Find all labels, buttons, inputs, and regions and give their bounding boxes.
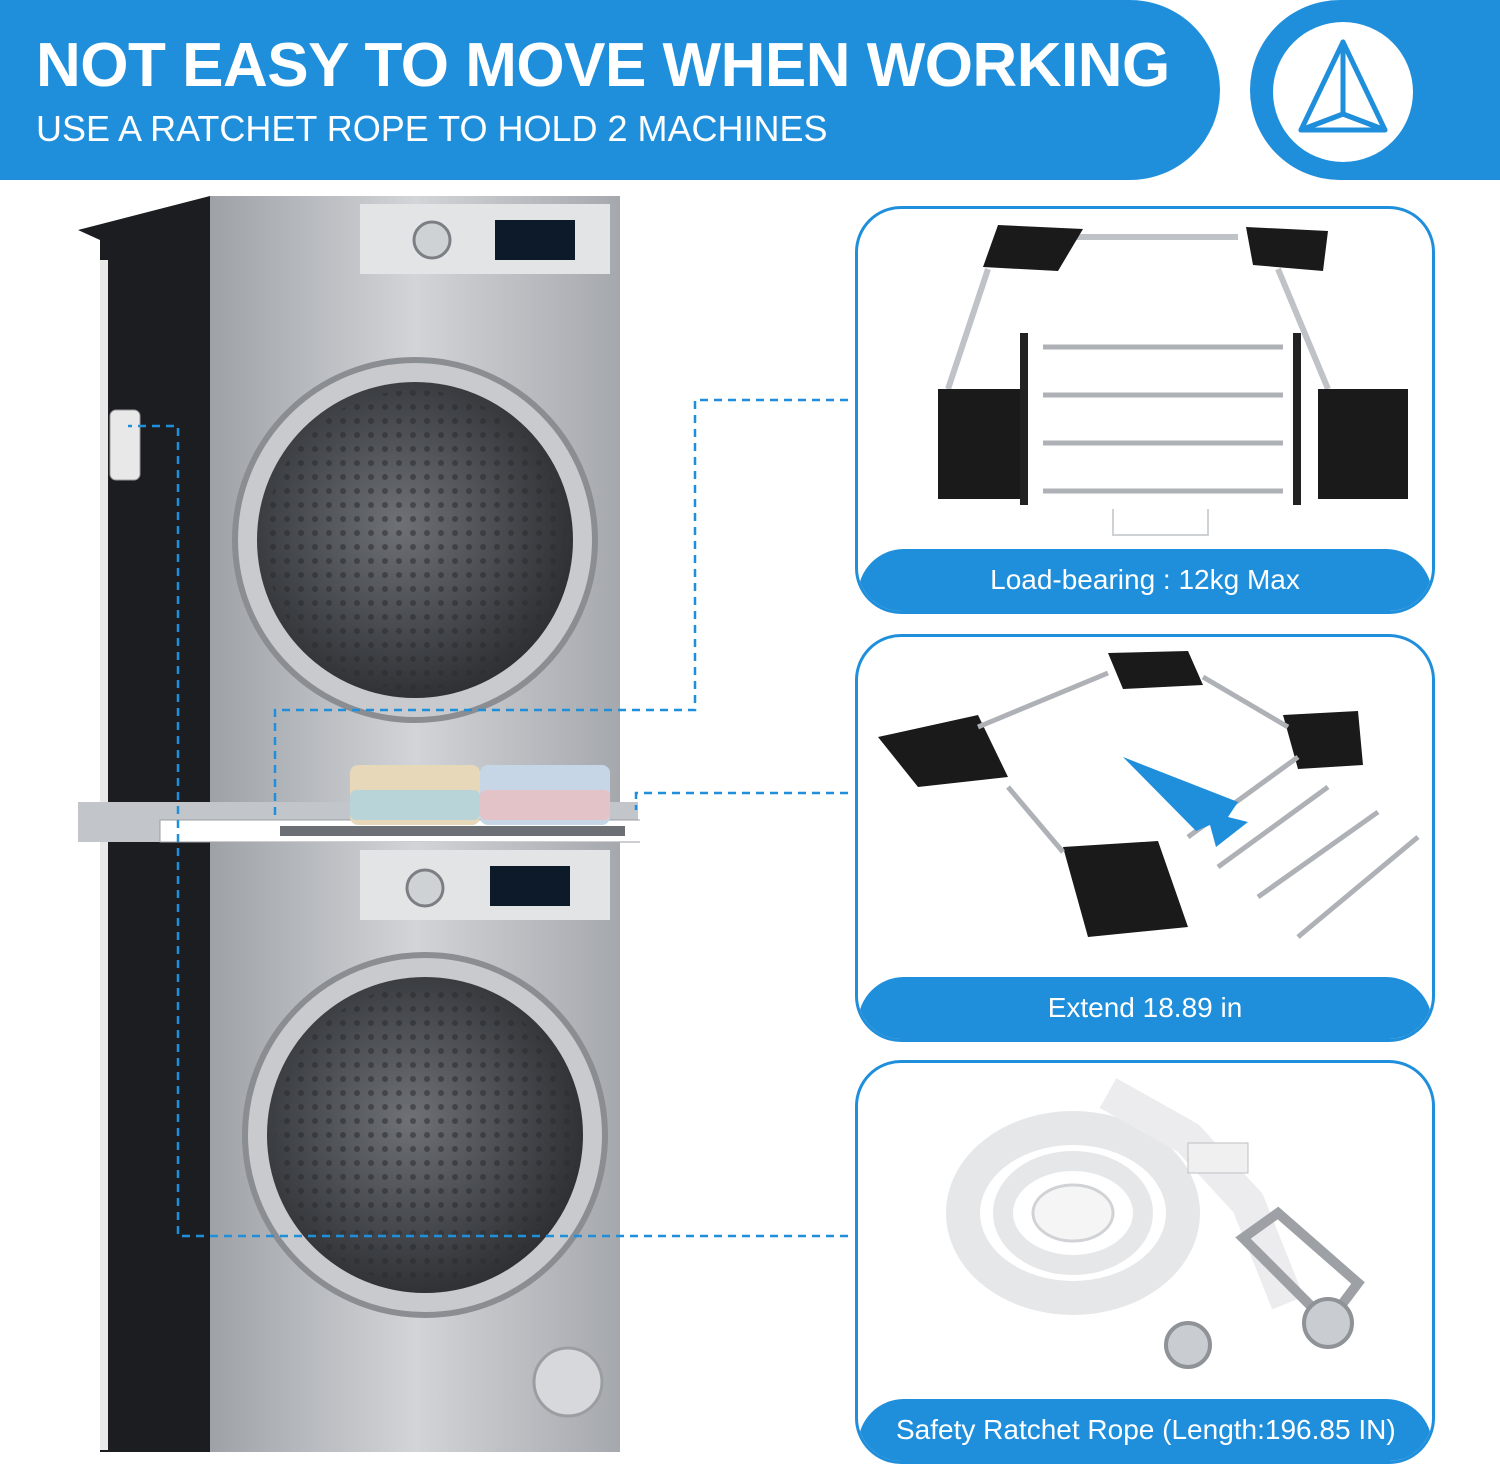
header-banner — [0, 0, 1220, 180]
card-caption-ratchet-rope-value: 196.85 IN) — [1264, 1414, 1396, 1445]
card-caption-ratchet-rope-main: Safety Ratchet Rope (Length: — [896, 1414, 1265, 1445]
pyramid-logo-icon — [1273, 22, 1413, 162]
ratchet-rope-image — [858, 1063, 1432, 1406]
card-caption-extend: Extend 18.89 in — [858, 977, 1432, 1039]
feature-card-ratchet-rope: Safety Ratchet Rope (Length:196.85 IN) — [855, 1060, 1435, 1464]
page-title: NOT EASY TO MOVE WHEN WORKING — [36, 31, 1170, 100]
feature-card-extend: Extend 18.89 in — [855, 634, 1435, 1042]
feature-card-load-bearing: Load-bearing : 12kg Max — [855, 206, 1435, 614]
card-caption-load-bearing: Load-bearing : 12kg Max — [858, 549, 1432, 611]
page-subtitle: USE A RATCHET ROPE TO HOLD 2 MACHINES — [36, 108, 828, 149]
card-caption-ratchet-rope: Safety Ratchet Rope (Length:196.85 IN) — [858, 1399, 1432, 1461]
stand-top-view-image — [858, 209, 1432, 558]
stand-extended-image — [858, 637, 1432, 986]
stacked-machines-illustration — [70, 190, 651, 1460]
